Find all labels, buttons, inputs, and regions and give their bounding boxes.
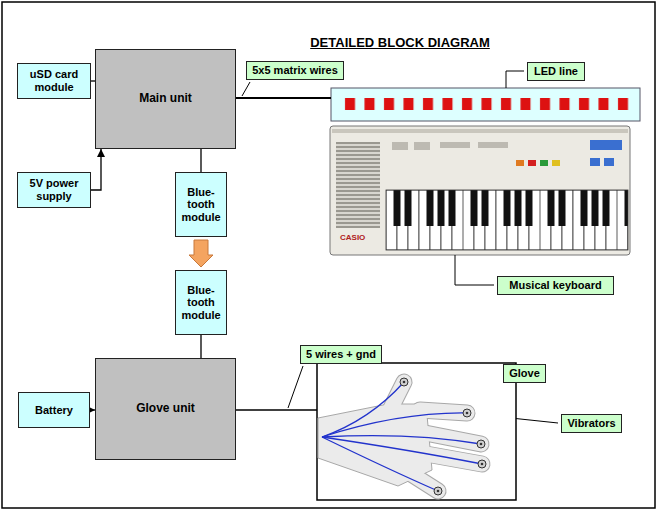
leader-line — [455, 255, 494, 285]
connector-line — [200, 335, 201, 358]
box-text: Vibrators — [567, 417, 615, 430]
led-bar — [331, 88, 640, 121]
piano-keys — [386, 190, 628, 250]
control — [516, 160, 524, 166]
control — [478, 142, 508, 148]
leader-line — [506, 71, 524, 88]
connector — [91, 149, 105, 190]
module-box: uSD card module — [17, 63, 91, 99]
control — [528, 160, 536, 166]
box-text: Main unit — [139, 92, 192, 106]
glove-wire — [236, 409, 317, 411]
control — [440, 142, 470, 148]
callout-label: 5 wires + gnd — [300, 345, 382, 364]
callout-label: LED line — [527, 62, 585, 81]
label-area: CASIO — [340, 233, 365, 242]
control — [392, 142, 408, 150]
box-text: Glove unit — [136, 402, 195, 416]
leader-line — [242, 82, 250, 96]
box-text: Blue- tooth module — [180, 284, 222, 322]
module-box: 5V power supply — [17, 172, 91, 208]
bluetooth-box: Blue- tooth module — [175, 172, 227, 237]
module-box: Battery — [18, 392, 90, 428]
box-text: Glove — [509, 367, 540, 380]
box-text: Battery — [35, 404, 73, 417]
box-text: 5 wires + gnd — [306, 348, 376, 361]
box-text: LED line — [534, 65, 578, 78]
callout-label: 5x5 matrix wires — [246, 61, 344, 80]
control — [604, 158, 614, 166]
matrix-wire — [236, 97, 331, 99]
block-arrow — [189, 240, 213, 267]
glove-picture — [317, 363, 516, 500]
control — [590, 140, 622, 150]
box-text: Musical keyboard — [509, 279, 601, 292]
connector — [201, 335, 202, 358]
bluetooth-box: Blue- tooth module — [175, 270, 227, 335]
keyboard-top-strip — [332, 129, 628, 133]
box-text: 5x5 matrix wires — [252, 64, 338, 77]
diagram-title: DETAILED BLOCK DIAGRAM — [250, 36, 550, 51]
vibrator-dot — [400, 378, 486, 495]
unit-box: Glove unit — [95, 358, 236, 460]
glove-wires — [322, 382, 482, 491]
callout-label: Vibrators — [561, 414, 622, 433]
brand-mark: CASIO — [340, 233, 365, 242]
control — [590, 158, 600, 166]
control — [552, 160, 560, 166]
control — [540, 160, 548, 166]
connector — [189, 240, 213, 267]
box-text: uSD card module — [22, 68, 86, 93]
callout-label: Glove — [503, 364, 546, 383]
glove-frame — [317, 363, 516, 500]
box-text: Blue- tooth module — [180, 186, 222, 224]
keyboard-body — [330, 126, 630, 255]
arrowhead — [97, 149, 105, 157]
connector — [201, 149, 202, 172]
callout-label: Musical keyboard — [497, 276, 614, 295]
unit-box: Main unit — [95, 49, 236, 149]
speaker-grill — [336, 142, 380, 228]
leader-line — [288, 366, 303, 408]
control — [414, 142, 430, 150]
led-squares — [341, 98, 631, 110]
title-area: DETAILED BLOCK DIAGRAM — [250, 36, 550, 51]
vibrator-center — [403, 381, 484, 493]
speaker-lines — [336, 142, 380, 228]
keyboard-picture — [330, 126, 630, 255]
box-text: 5V power supply — [22, 177, 86, 202]
connector-line — [200, 149, 201, 172]
